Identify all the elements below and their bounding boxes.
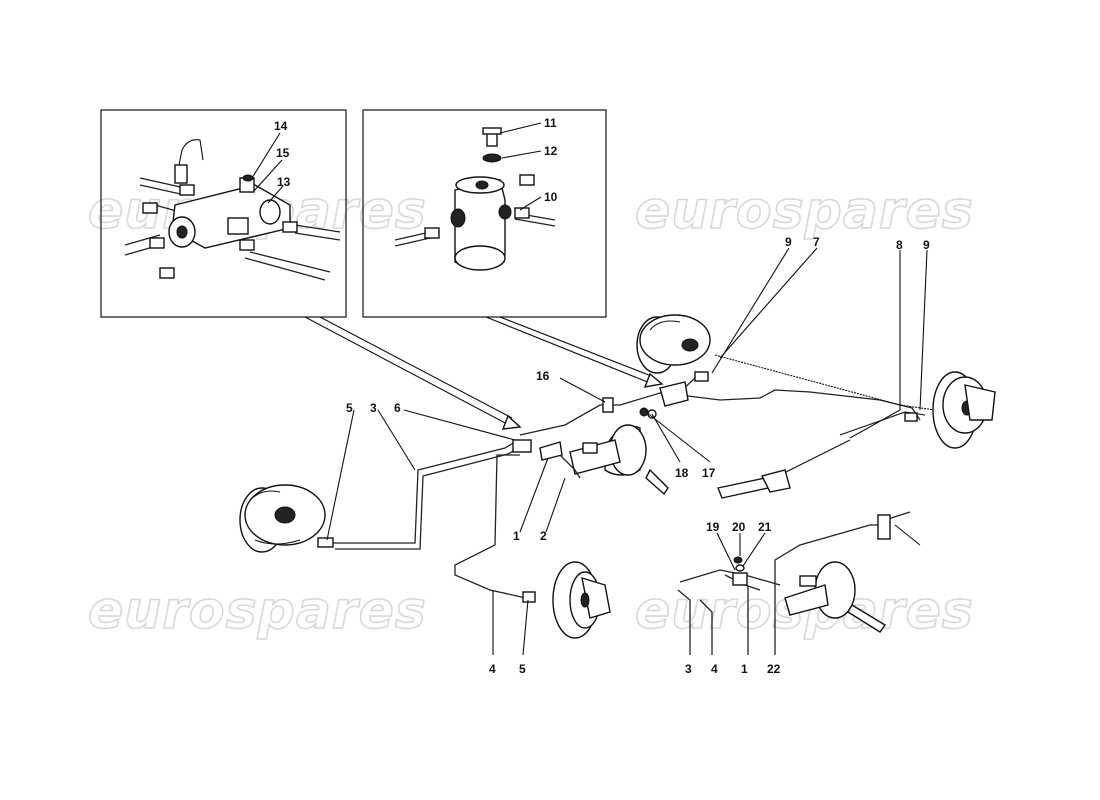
callout-11: 11 [544,116,557,130]
main-fittings [602,381,689,419]
callout-18: 18 [675,466,689,480]
callout-19: 19 [706,520,720,534]
callout-3-left: 3 [370,401,377,415]
callout-15: 15 [276,146,290,160]
callout-14: 14 [274,119,288,133]
callout-5-left: 5 [346,401,353,415]
callout-13: 13 [277,175,291,189]
leader-lines [251,122,928,656]
regulator-valve-detail [124,139,341,281]
watermark-top-right: eurospares [635,181,974,241]
callout-20: 20 [732,520,746,534]
watermarks: eurospares eurospares eurospares eurospa… [87,180,974,642]
callout-21: 21 [758,520,772,534]
handbrake-lever [717,469,791,499]
inset-pointer-right [485,316,664,388]
callout-1-center: 1 [513,529,520,543]
callout-2: 2 [540,529,547,543]
callout-22: 22 [767,662,781,676]
callout-labels: 14 15 13 11 12 10 9 7 8 9 16 5 3 6 18 17… [274,116,930,676]
master-cylinder-booster [512,424,669,496]
valve-body-detail [394,127,556,271]
callout-17: 17 [702,466,716,480]
callout-3-bottom-right: 3 [685,662,692,676]
front-disc-brake [522,561,611,639]
callout-10: 10 [544,190,558,204]
callout-9-top: 9 [785,235,792,249]
callout-9-right: 9 [923,238,930,252]
inset-frame-right [362,109,607,318]
left-drum-brake [239,484,334,553]
watermark-bottom-left: eurospares [88,581,427,641]
rear-drum-brake-top [636,314,711,382]
callout-7: 7 [813,235,820,249]
watermark-bottom-right: eurospares [635,581,974,641]
callout-4-bottom: 4 [489,662,496,676]
inset-pointer-left [304,316,522,430]
callout-12: 12 [544,144,558,158]
booster-detail-bottom-right [677,511,921,655]
callout-16: 16 [536,369,550,383]
rear-disc-brake-right [904,371,996,449]
brake-pipes [330,354,936,601]
callout-1-bottom-right: 1 [741,662,748,676]
callout-5-bottom: 5 [519,662,526,676]
callout-8: 8 [896,238,903,252]
callout-4-bottom-right: 4 [711,662,718,676]
inset-frame-left [100,109,347,318]
callout-6: 6 [394,401,401,415]
